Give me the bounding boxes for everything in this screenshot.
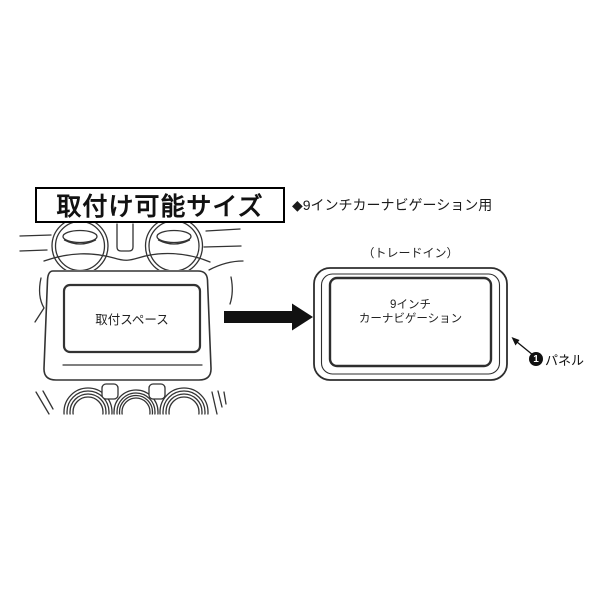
callout-number-badge: 1 [529,352,543,366]
tradein-panel-outline [313,267,508,381]
gauge-right [144,218,204,270]
tradein-caption: （トレードイン） [362,246,459,260]
section-subtitle: ◆9インチカーナビゲーション用 [292,197,493,213]
install-space-label: 取付スペース [95,313,169,327]
panel-screen-label: 9インチ カーナビゲーション [331,299,490,326]
callout-label: パネル [545,352,585,368]
panel-label-line2: カーナビゲーション [358,312,463,325]
climate-knobs [35,383,227,415]
instrument-cluster [51,218,204,270]
install-space-screen [62,283,202,354]
center-console [43,270,212,381]
panel-callout: 1 パネル [529,351,585,368]
panel-label-line1: 9インチ [390,299,431,311]
panel-screen [328,276,493,368]
gauge-left [51,218,109,270]
right-arrow-icon [224,303,313,331]
section-header-box: 取付け可能サイズ [35,187,285,223]
section-title: 取付け可能サイズ [56,193,264,221]
dash-lines [19,223,244,323]
